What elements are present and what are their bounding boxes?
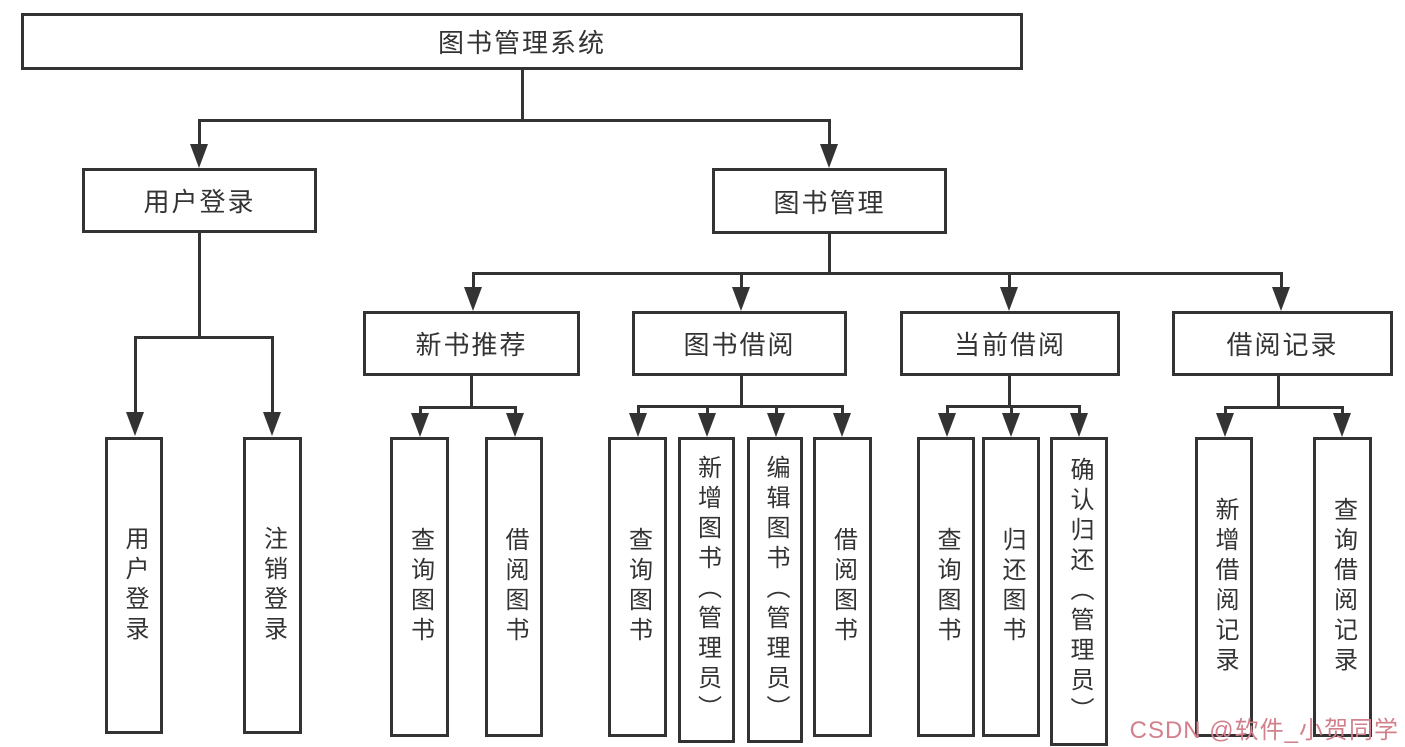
arrow-down-icon [190, 144, 208, 168]
node-current: 当前借阅 [900, 311, 1120, 376]
connector-bookmgmt-bar [472, 272, 1282, 275]
arrow-down-icon [698, 413, 716, 437]
connector-current-bar [946, 405, 1081, 408]
leaf-user-login: 用户登录 [105, 437, 163, 734]
connector-current-drop2 [1010, 405, 1013, 415]
connector-userlogin-bar [134, 336, 274, 339]
arrow-down-icon [1002, 413, 1020, 437]
connector-root-bar [198, 119, 830, 122]
leaf-borrow-query: 查询图书 [608, 437, 667, 737]
arrow-down-icon [1333, 413, 1351, 437]
leaf-current-return: 归还图书 [982, 437, 1040, 737]
leaf-records-add: 新增借阅记录 [1195, 437, 1253, 737]
connector-bookmgmt-drop4 [1280, 272, 1283, 289]
connector-current-drop1 [946, 405, 949, 415]
arrow-down-icon [126, 412, 144, 436]
node-borrow: 图书借阅 [632, 311, 847, 376]
leaf-newbook-query: 查询图书 [390, 437, 449, 737]
node-user-login: 用户登录 [82, 168, 317, 233]
arrow-down-icon [506, 413, 524, 437]
connector-bookmgmt-stub [828, 234, 831, 272]
node-current-label: 当前借阅 [953, 330, 1066, 360]
arrow-down-icon [833, 413, 851, 437]
arrow-down-icon [411, 413, 429, 437]
connector-current-drop3 [1078, 405, 1081, 415]
connector-bookmgmt-drop3 [1008, 272, 1011, 289]
arrow-down-icon [767, 413, 785, 437]
connector-bookmgmt-drop1 [472, 272, 475, 289]
connector-userlogin-drop1 [134, 336, 137, 414]
arrow-down-icon [263, 412, 281, 436]
arrow-down-icon [1272, 287, 1290, 311]
connector-root-stub [521, 70, 524, 119]
connector-root-drop-right [828, 119, 831, 146]
leaf-borrow-borrow: 借阅图书 [813, 437, 872, 737]
node-book-mgmt: 图书管理 [712, 168, 947, 234]
connector-current-stub [1008, 376, 1011, 406]
connector-borrow-bar [637, 405, 844, 408]
connector-newbook-bar [419, 406, 517, 409]
arrow-down-icon [1000, 287, 1018, 311]
connector-newbook-drop1 [419, 406, 422, 415]
connector-userlogin-stub [198, 233, 201, 336]
connector-newbook-drop2 [514, 406, 517, 415]
arrow-down-icon [820, 144, 838, 168]
connector-newbook-stub [470, 376, 473, 407]
connector-borrow-drop2 [706, 405, 709, 415]
leaf-newbook-borrow: 借阅图书 [485, 437, 543, 737]
connector-records-bar [1224, 406, 1344, 409]
node-user-login-label: 用户登录 [143, 187, 256, 217]
connector-borrow-drop3 [775, 405, 778, 415]
connector-borrow-stub [740, 376, 743, 406]
connector-bookmgmt-drop2 [740, 272, 743, 289]
connector-records-drop1 [1224, 406, 1227, 415]
arrow-down-icon [1070, 413, 1088, 437]
node-borrow-label: 图书借阅 [683, 330, 796, 360]
node-root: 图书管理系统 [21, 13, 1023, 70]
connector-root-drop-left [198, 119, 201, 146]
leaf-logout: 注销登录 [243, 437, 302, 734]
node-records-label: 借阅记录 [1226, 330, 1339, 360]
arrow-down-icon [1216, 413, 1234, 437]
connector-borrow-drop1 [637, 405, 640, 415]
leaf-current-query: 查询图书 [917, 437, 975, 737]
node-new-book-label: 新书推荐 [415, 330, 528, 360]
node-root-label: 图书管理系统 [437, 28, 606, 58]
csdn-watermark: CSDN @软件_小贺同学 [1129, 717, 1399, 744]
arrow-down-icon [732, 287, 750, 311]
leaf-borrow-add-admin: 新增图书（管理员） [678, 437, 735, 743]
connector-borrow-drop4 [841, 405, 844, 415]
node-book-mgmt-label: 图书管理 [773, 187, 886, 218]
leaf-records-query: 查询借阅记录 [1313, 437, 1372, 737]
connector-records-drop2 [1341, 406, 1344, 415]
connector-records-stub [1277, 376, 1280, 407]
arrow-down-icon [464, 287, 482, 311]
node-new-book: 新书推荐 [363, 311, 580, 376]
leaf-borrow-edit-admin: 编辑图书（管理员） [747, 437, 803, 743]
connector-userlogin-drop2 [271, 336, 274, 414]
arrow-down-icon [938, 413, 956, 437]
node-records: 借阅记录 [1172, 311, 1393, 376]
arrow-down-icon [629, 413, 647, 437]
leaf-current-confirm-admin: 确认归还（管理员） [1050, 437, 1108, 746]
